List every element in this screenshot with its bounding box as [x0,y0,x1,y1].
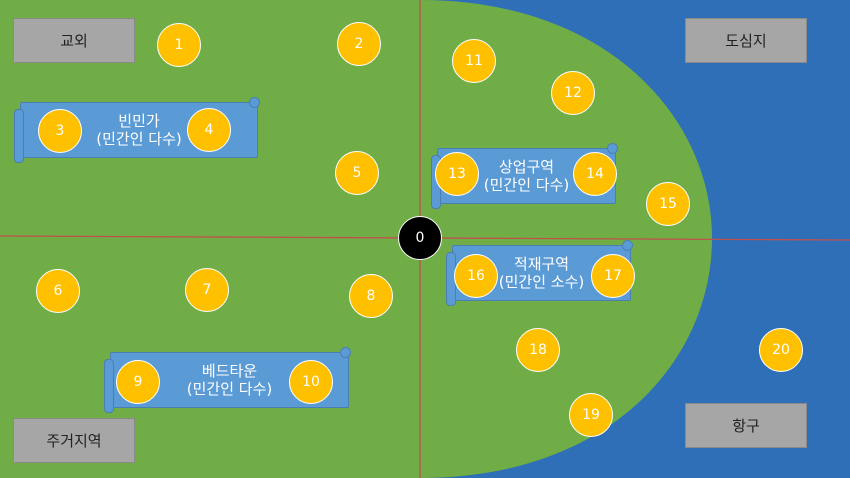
node-15[interactable]: 15 [646,182,690,226]
corner-label-harbor: 항구 [685,403,807,448]
zone-commercial-note: (민간인 다수) [483,176,570,194]
node-13[interactable]: 13 [435,152,479,196]
node-14[interactable]: 14 [573,152,617,196]
node-3[interactable]: 3 [38,109,82,153]
node-12[interactable]: 12 [551,71,595,115]
zone-loading-title: 적재구역 [513,255,570,273]
node-16[interactable]: 16 [454,254,498,298]
node-7[interactable]: 7 [185,268,229,312]
node-8[interactable]: 8 [349,274,393,318]
zone-loading-note: (민간인 소수) [498,273,585,291]
zone-slum-note: (민간인 다수) [96,130,182,148]
zone-slum-title: 빈민가 [118,112,160,130]
node-0[interactable]: 0 [398,216,442,260]
node-18[interactable]: 18 [516,328,560,372]
node-19[interactable]: 19 [569,393,613,437]
node-4[interactable]: 4 [187,108,231,152]
node-20[interactable]: 20 [759,328,803,372]
corner-label-downtown: 도심지 [685,18,807,63]
corner-label-suburb: 교외 [13,18,135,63]
zone-bedtown-note: (민간인 다수) [186,380,273,398]
zone-commercial-title: 상업구역 [498,158,555,176]
node-17[interactable]: 17 [591,254,635,298]
node-1[interactable]: 1 [157,23,201,67]
node-6[interactable]: 6 [36,269,80,313]
node-10[interactable]: 10 [289,360,333,404]
node-2[interactable]: 2 [337,22,381,66]
node-9[interactable]: 9 [116,360,160,404]
zone-bedtown-title: 베드타운 [201,362,258,380]
corner-label-residential: 주거지역 [13,418,135,463]
node-5[interactable]: 5 [335,151,379,195]
node-11[interactable]: 11 [452,39,496,83]
